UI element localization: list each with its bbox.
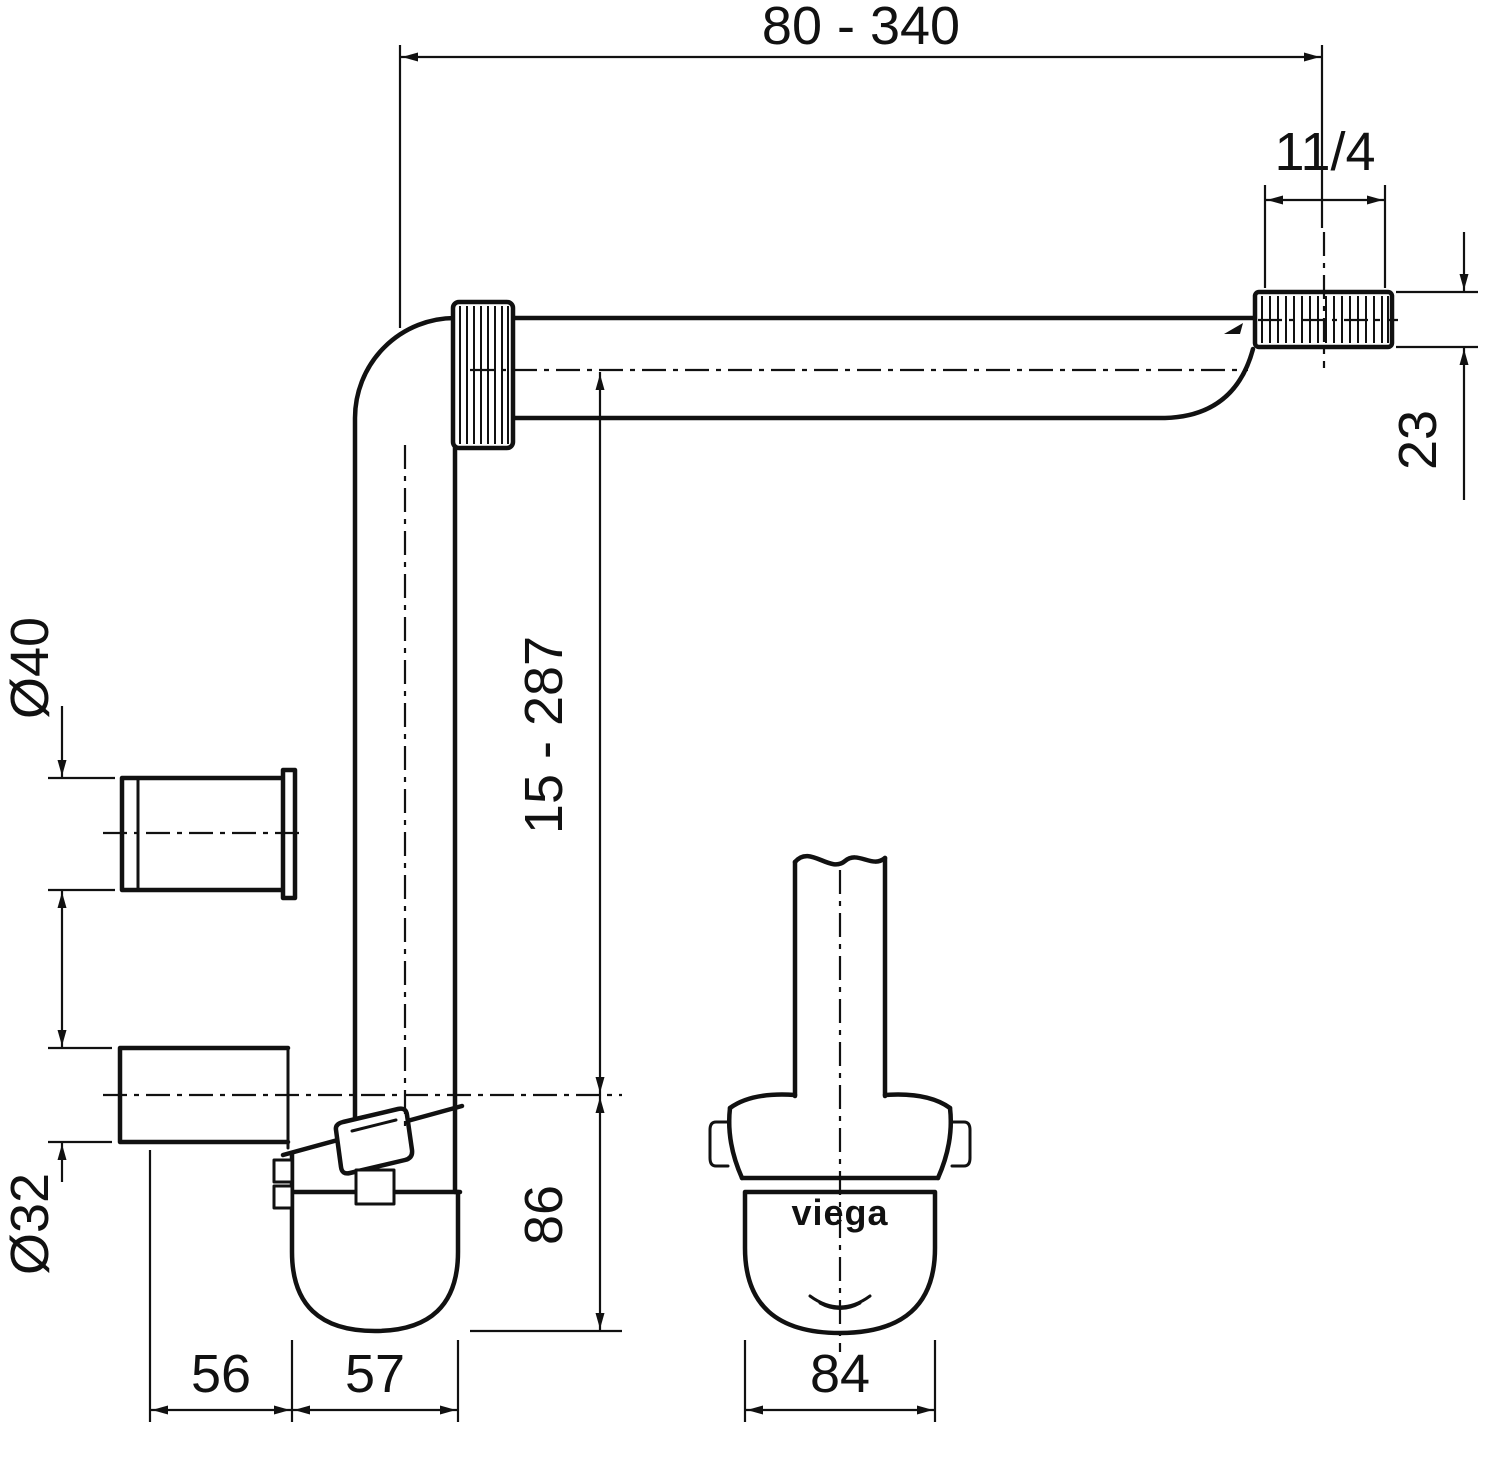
dim-thread: 11/4 <box>1263 122 1387 288</box>
union-nut-left-body <box>450 299 516 451</box>
dim-top-span-arrow-left <box>402 52 418 62</box>
centerlines <box>103 232 1398 1352</box>
dim-56-arrow-left <box>152 1405 168 1415</box>
dim-upper-diameter: Ø40 <box>0 617 115 1048</box>
dim-thread-arrow-right <box>1367 195 1383 205</box>
dim-lower-diameter: Ø32 <box>0 1030 112 1275</box>
dim-outlet-offset-arrow-up <box>1459 349 1469 365</box>
dim-outlet-offset: 23 <box>1388 232 1478 500</box>
dim-56-arrow-right <box>274 1405 290 1415</box>
dim-o40-arrow-up <box>57 892 67 908</box>
trap-right-pipe-break <box>792 853 888 867</box>
outlet-tip-detail <box>1224 323 1243 334</box>
dim-84-label: 84 <box>810 1344 870 1404</box>
dim-o32-label: Ø32 <box>0 1173 60 1275</box>
dim-cup-height-arrow-bottom <box>595 1313 605 1329</box>
trap-left <box>272 1103 465 1334</box>
trap-right-tab-right <box>948 1120 972 1168</box>
dim-57-arrow-right <box>440 1405 456 1415</box>
dim-thread-arrow-left <box>1267 195 1283 205</box>
dim-height-range-arrow-bottom <box>595 1077 605 1093</box>
inlet-o32 <box>117 1045 291 1150</box>
dim-cup-width: 84 <box>743 1340 937 1422</box>
trap-left-cup <box>289 1189 461 1334</box>
dim-o32-arrow-up <box>57 1144 67 1160</box>
hpipe-bottom-edge <box>509 346 1256 421</box>
dim-height-range: 15 - 287 <box>514 372 605 1095</box>
dim-cup-height: 86 <box>470 1095 622 1333</box>
dim-57-label: 57 <box>345 1344 405 1404</box>
dim-height-range-label: 15 - 287 <box>514 636 574 834</box>
trap-left-buckle-upper <box>272 1158 294 1184</box>
dim-offsets-bottom: 56 57 <box>148 1150 460 1422</box>
dim-top-span-arrow-right <box>1304 52 1320 62</box>
dim-height-range-arrow-top <box>595 374 605 390</box>
trap-right-collar-top-right <box>882 1092 953 1111</box>
trap-right-collar-side-right <box>935 1105 954 1181</box>
dim-cup-height-arrow-top <box>595 1097 605 1113</box>
dim-o40-arrow-down <box>57 760 67 776</box>
pipe-assembly <box>352 315 1258 1138</box>
dim-outlet-offset-arrow-down <box>1459 274 1469 290</box>
dim-o32-arrow-down <box>57 1030 67 1046</box>
dim-84-arrow-right <box>917 1405 933 1415</box>
trap-left-buckle-lower <box>272 1184 294 1210</box>
dim-top-span-label: 80 - 340 <box>762 0 960 56</box>
trap-right-tab-left <box>708 1120 732 1168</box>
dim-thread-label: 11/4 <box>1274 122 1375 182</box>
dim-56-label: 56 <box>191 1344 251 1404</box>
trap-left-latch-tab <box>354 1168 396 1206</box>
trap-left-latch-detail <box>350 1118 398 1133</box>
union-nut-left-ridges <box>459 306 509 444</box>
trap-left-latch <box>333 1106 415 1176</box>
dim-outlet-offset-label: 23 <box>1388 410 1448 470</box>
pipe-outer-edge <box>352 315 458 1138</box>
dim-o40-label: Ø40 <box>0 617 60 719</box>
dim-84-arrow-left <box>747 1405 763 1415</box>
union-nut-left <box>450 299 516 451</box>
dim-57-arrow-left <box>294 1405 310 1415</box>
dim-top-span: 80 - 340 <box>398 0 1324 328</box>
dim-cup-height-label: 86 <box>514 1185 574 1245</box>
trap-right-collar-top-left <box>727 1092 798 1111</box>
trap-right-collar-side-left <box>726 1105 745 1181</box>
